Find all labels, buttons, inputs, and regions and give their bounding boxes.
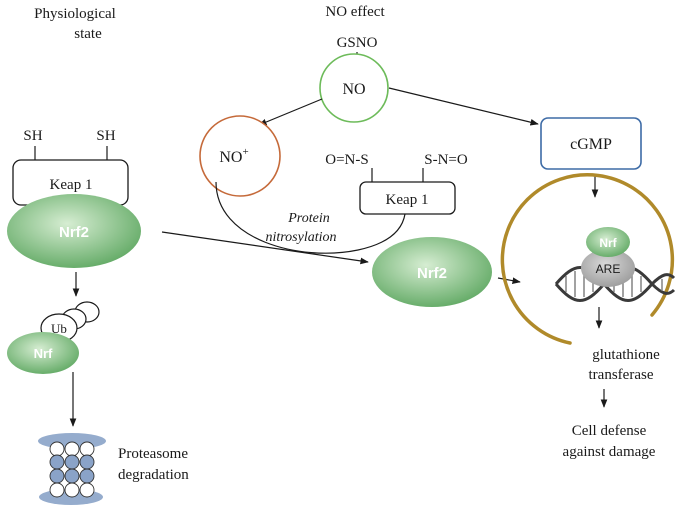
sh-left-label: SH — [23, 128, 42, 144]
nrf2-left-label: Nrf2 — [59, 224, 89, 241]
nrf2-to-nucleus-arrow — [497, 277, 521, 284]
nitrosylation-curve — [215, 181, 406, 254]
degradation-label: degradation — [118, 467, 189, 483]
cell-defense-label: Cell defense — [572, 423, 647, 439]
nrf2-center-label: Nrf2 — [417, 265, 447, 282]
glutathione-label: glutathione — [592, 347, 660, 363]
no-effect-title: NO effect — [325, 4, 385, 20]
transferase-label: transferase — [589, 367, 654, 383]
keap1-left-label: Keap 1 — [50, 177, 93, 193]
nrf-nucleus-ellipse — [586, 227, 630, 257]
against-damage-label: against damage — [563, 444, 656, 460]
nrf-nucleus-label: Nrf — [599, 236, 617, 250]
proteasome-icon — [38, 433, 106, 505]
nrf-ub-label: Nrf — [34, 346, 53, 361]
nitrosylation-label: nitrosylation — [265, 230, 336, 245]
ub-label: Ub — [51, 321, 67, 336]
no-to-noplus-arrow — [258, 98, 323, 126]
cgmp-label: cGMP — [570, 136, 612, 153]
no-circle — [319, 53, 389, 123]
nucleus-arc — [500, 173, 675, 345]
no-plus-circle — [199, 115, 281, 197]
proteasome-label: Proteasome — [118, 446, 188, 462]
sh-right-label: SH — [96, 128, 115, 144]
protein-label: Protein — [287, 211, 329, 226]
no-plus-label: NO+ — [219, 146, 248, 166]
keap1-nitrosylated-label: Keap 1 — [386, 192, 429, 208]
cgmp-box — [540, 117, 642, 170]
physiological-state-title-line1: Physiological — [34, 6, 116, 22]
no-label: NO — [342, 81, 365, 98]
keap1-nitrosylated-box — [359, 181, 456, 215]
nrf2-release-arrow — [161, 231, 369, 265]
nrf-ub-ellipse — [7, 332, 79, 374]
are-ellipse — [581, 249, 635, 287]
no-plus-superscript: + — [242, 146, 248, 158]
nrf2-center-ellipse — [372, 237, 492, 307]
ons-label: O=N-S — [325, 152, 368, 168]
nrf2-left-ellipse — [7, 194, 141, 268]
physiological-state-title-line2: state — [74, 26, 102, 42]
are-label: ARE — [596, 262, 621, 276]
gsno-label: GSNO — [337, 35, 378, 51]
sno-label: S-N=O — [424, 152, 468, 168]
no-to-cgmp-arrow — [388, 87, 539, 126]
